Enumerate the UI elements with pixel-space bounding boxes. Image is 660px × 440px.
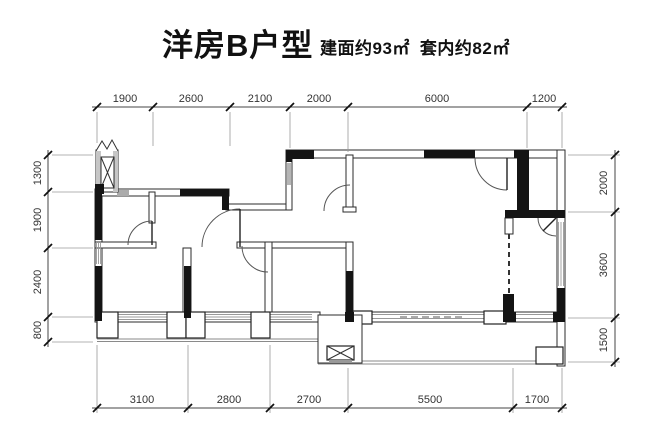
ac-hatch <box>329 360 352 363</box>
dim-label: 1500 <box>598 328 610 352</box>
dimension-top: 1900 2600 2100 2000 6000 1200 <box>92 93 567 152</box>
built-area-label: 建面约93㎡ <box>320 39 410 58</box>
dim-label: 3100 <box>130 394 154 406</box>
dim-label: 2100 <box>248 93 272 105</box>
dimension-bottom: 3100 2800 2700 5500 1700 <box>92 345 567 413</box>
dim-label: 2800 <box>217 394 241 406</box>
wall-hatch <box>117 190 129 196</box>
walls-black <box>95 150 565 322</box>
doors <box>127 157 557 273</box>
dim-label: 2000 <box>598 171 610 195</box>
windows <box>96 163 564 294</box>
dim-label: 2700 <box>297 394 321 406</box>
dimension-left: 1300 1900 2400 800 <box>32 150 93 347</box>
dim-label: 1900 <box>113 93 137 105</box>
dimension-right: 2000 3600 1500 <box>568 150 620 367</box>
dim-label: 1900 <box>32 208 44 232</box>
ac-platform <box>317 314 363 364</box>
dim-label: 2600 <box>179 93 203 105</box>
dim-label: 1700 <box>525 394 549 406</box>
dim-label: 800 <box>32 321 44 339</box>
elevator-shaft <box>95 138 119 194</box>
plan-title: 洋房B户型 <box>162 28 314 63</box>
bay-window-band <box>94 311 321 342</box>
dim-label: 1300 <box>32 161 44 185</box>
dim-label: 2000 <box>307 93 331 105</box>
inner-area-label: 套内约82㎡ <box>419 39 510 58</box>
dim-label: 1200 <box>532 93 556 105</box>
dim-label: 6000 <box>425 93 449 105</box>
dim-label: 3600 <box>598 253 610 277</box>
dim-label: 2400 <box>32 270 44 294</box>
break-line <box>95 138 119 152</box>
duct-hatch <box>287 163 291 185</box>
dim-label: 5500 <box>418 394 442 406</box>
